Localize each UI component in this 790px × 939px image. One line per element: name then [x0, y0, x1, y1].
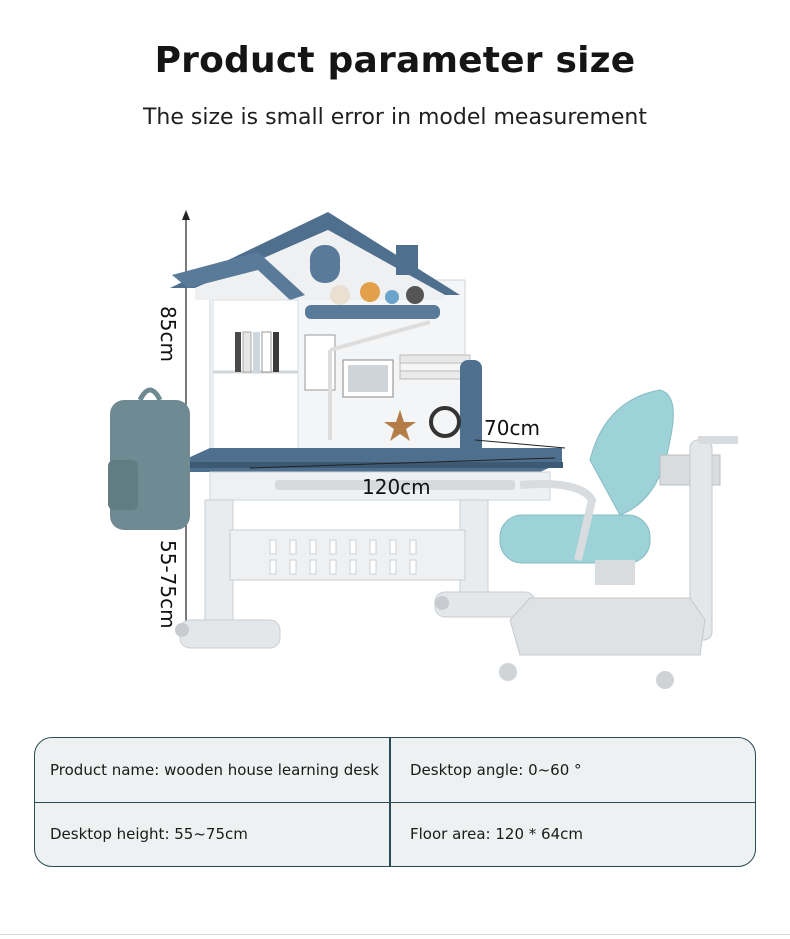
star-ornament — [384, 410, 416, 441]
width-dimension-line — [249, 457, 556, 469]
spec-product-name: Product name: wooden house learning desk — [50, 761, 379, 779]
spec-floor-area: Floor area: 120 * 64cm — [410, 825, 583, 843]
house-roof — [170, 212, 460, 295]
bottom-divider — [0, 934, 790, 935]
backpack-icon — [108, 387, 190, 530]
desk-crossbar — [229, 529, 466, 581]
specs-table: Product name: wooden house learning desk… — [34, 737, 756, 867]
house-roof-front — [172, 252, 305, 300]
spec-desktop-angle: Desktop angle: 0~60 ° — [410, 761, 582, 779]
height-lower-label: 55-75cm — [156, 540, 180, 629]
spec-desktop-height: Desktop height: 55~75cm — [50, 825, 248, 843]
cloud-shelf — [305, 305, 440, 319]
depth-dimension-line — [474, 439, 566, 449]
house-hutch — [170, 212, 482, 456]
chair — [499, 389, 738, 689]
product-illustration — [108, 210, 738, 689]
specs-row: Product name: wooden house learning desk… — [35, 738, 755, 803]
arrow-top-icon — [182, 210, 190, 220]
desk-leg-right — [459, 499, 489, 606]
specs-row: Desktop height: 55~75cm Floor area: 120 … — [35, 802, 755, 866]
depth-label: 70cm — [484, 416, 540, 440]
house-window — [310, 245, 340, 283]
desk-leg-left — [204, 499, 234, 641]
page-subtitle: The size is small error in model measure… — [142, 105, 647, 130]
page-title: Product parameter size — [154, 40, 636, 81]
height-upper-label: 85cm — [156, 306, 180, 362]
width-label: 120cm — [362, 475, 431, 499]
